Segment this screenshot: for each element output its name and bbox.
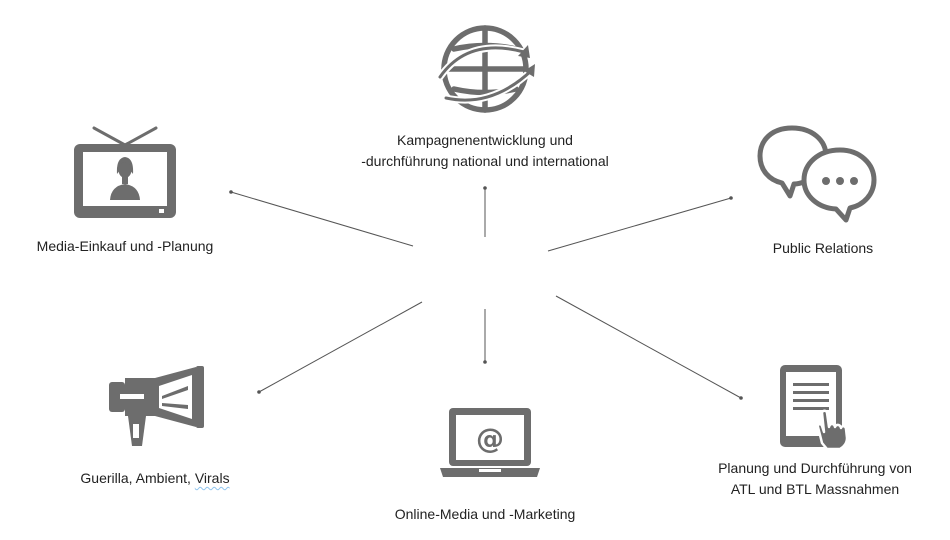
laptop-at-icon: @: [440, 408, 540, 477]
connector-atl-btl: [555, 295, 742, 399]
online-label: Online-Media und -Marketing: [394, 506, 576, 522]
connector-atl-btl-dot: [739, 396, 743, 400]
campaign-label-line1: Kampagnenentwicklung und: [397, 132, 573, 148]
guerilla-label-virals: Virals: [194, 470, 230, 486]
megaphone-icon: [109, 366, 204, 446]
pr-label: Public Relations: [772, 240, 874, 256]
connector-pr: [547, 197, 732, 252]
atl-btl-label-line1: Planung und Durchführung von: [718, 460, 912, 476]
connector-guerilla: [258, 301, 423, 393]
campaign-label: Kampagnenentwicklung und -durchführung n…: [340, 130, 630, 172]
connector-campaign-dot: [483, 186, 487, 190]
atl-btl-label: Planung und Durchführung von ATL und BTL…: [700, 458, 930, 500]
connector-guerilla-dot: [257, 390, 261, 394]
connector-media-buying-dot: [229, 190, 233, 194]
tv-presenter-icon: [74, 126, 176, 218]
tablet-touch-icon: [780, 365, 849, 451]
connector-media-buying: [230, 191, 414, 247]
guerilla-label-text: Guerilla, Ambient,: [80, 470, 195, 486]
speech-bubbles-icon: [757, 125, 877, 223]
atl-btl-label-line2: ATL und BTL Massnahmen: [730, 481, 900, 497]
connector-online-dot: [483, 360, 487, 364]
media-buying-label: Media-Einkauf und -Planung: [36, 238, 214, 254]
globe-arrows-icon: [436, 25, 536, 113]
connector-pr-dot: [729, 196, 733, 200]
svg-text:@: @: [476, 422, 504, 455]
campaign-label-line2: -durchführung national und international: [361, 153, 609, 169]
guerilla-label: Guerilla, Ambient, Virals: [60, 468, 250, 489]
